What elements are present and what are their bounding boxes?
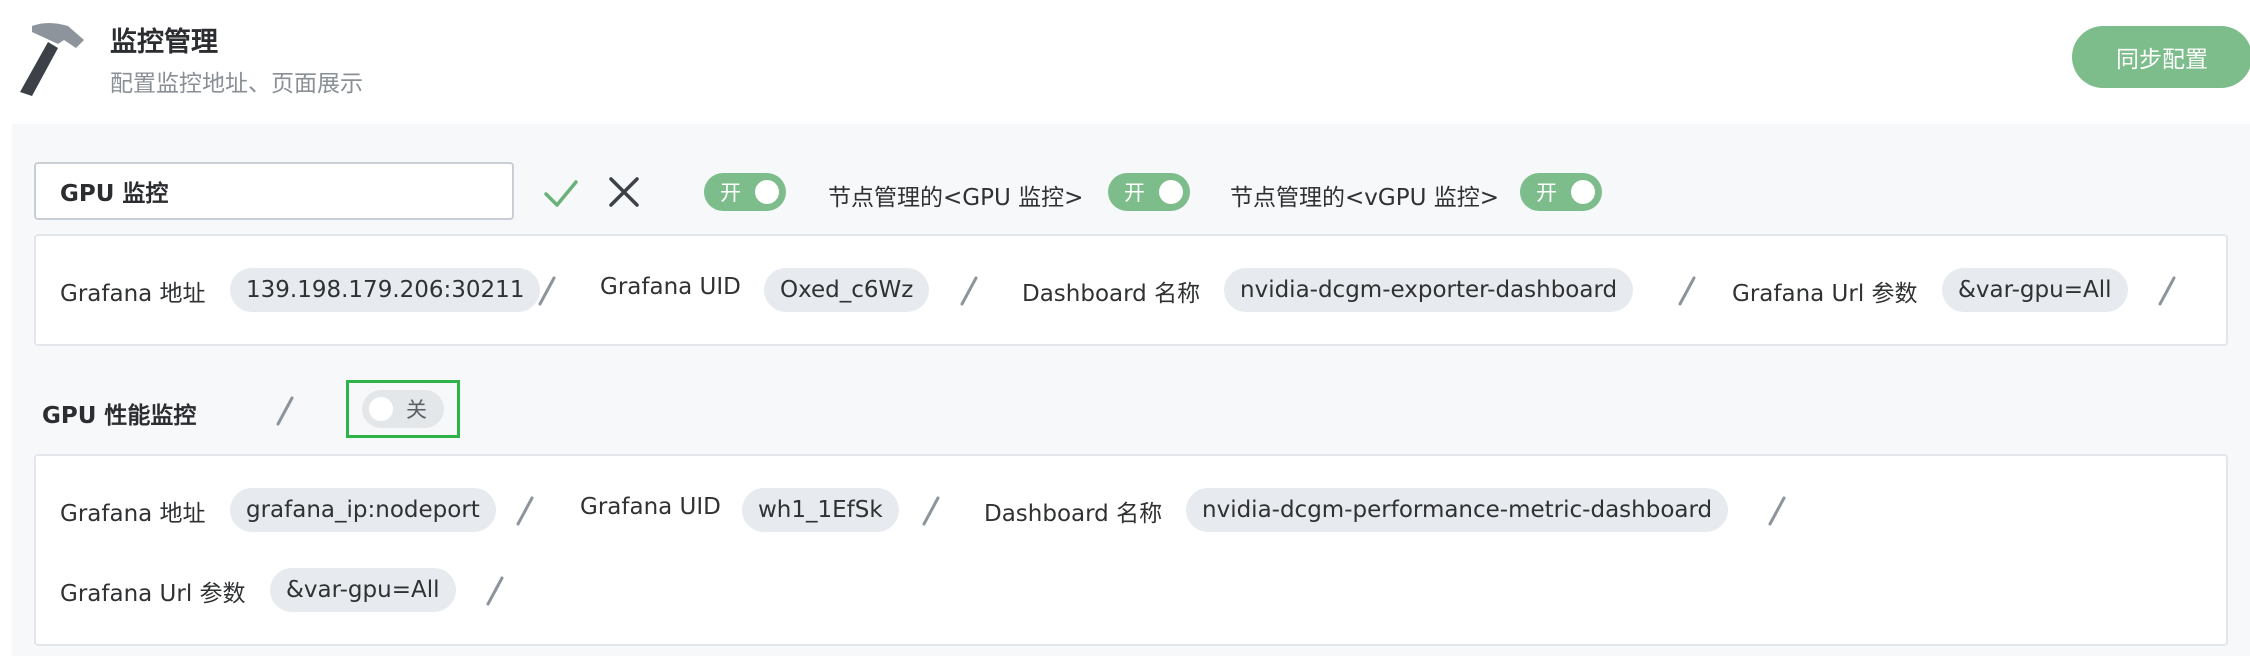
- highlight-box: [346, 380, 460, 438]
- switch-knob: [369, 397, 393, 421]
- switch-label: 开: [720, 181, 741, 205]
- node-gpu-monitor-switch[interactable]: 开: [1108, 173, 1190, 211]
- dashboard-name-value: nvidia-dcgm-performance-metric-dashboard: [1186, 488, 1729, 532]
- grafana-url-param-value: &var-gpu=All: [1942, 268, 2128, 312]
- dashboard-name-label: Dashboard 名称: [1022, 281, 1201, 307]
- monitor-settings-area: 开 节点管理的<GPU 监控> 开 节点管理的<vGPU 监控> 开 Grafa…: [12, 124, 2250, 656]
- edit-pencil-icon[interactable]: [514, 496, 536, 526]
- check-icon[interactable]: [542, 174, 580, 212]
- node-vgpu-monitor-label: 节点管理的<vGPU 监控>: [1230, 185, 1499, 211]
- grafana-uid-label: Grafana UID: [600, 274, 741, 300]
- gpu-monitor-config-panel: Grafana 地址 139.198.179.206:30211 Grafana…: [34, 234, 2228, 346]
- grafana-uid-label: Grafana UID: [580, 494, 721, 520]
- switch-label: 开: [1536, 181, 1557, 205]
- switch-label: 关: [406, 398, 427, 422]
- hammer-icon: [20, 23, 84, 96]
- page-title: 监控管理: [110, 27, 218, 58]
- sync-config-button[interactable]: 同步配置: [2072, 26, 2250, 88]
- gpu-perf-monitor-switch[interactable]: 关: [362, 390, 444, 428]
- page-header: 监控管理 配置监控地址、页面展示 同步配置: [0, 0, 2250, 124]
- dashboard-name-label: Dashboard 名称: [984, 501, 1163, 527]
- edit-pencil-icon[interactable]: [2156, 276, 2178, 306]
- grafana-uid-value: wh1_1EfSk: [742, 488, 899, 532]
- dashboard-name-value: nvidia-dcgm-exporter-dashboard: [1224, 268, 1634, 312]
- page-subtitle: 配置监控地址、页面展示: [110, 71, 363, 97]
- gpu-perf-config-panel: Grafana 地址 grafana_ip:nodeport Grafana U…: [34, 454, 2228, 646]
- edit-pencil-icon[interactable]: [1676, 276, 1698, 306]
- monitor-name-input[interactable]: [34, 162, 514, 220]
- node-vgpu-monitor-switch[interactable]: 开: [1520, 173, 1602, 211]
- edit-pencil-icon[interactable]: [1766, 496, 1788, 526]
- grafana-addr-label: Grafana 地址: [60, 281, 206, 307]
- edit-pencil-icon[interactable]: [920, 496, 942, 526]
- switch-knob: [1571, 180, 1595, 204]
- close-icon[interactable]: [606, 174, 642, 210]
- grafana-uid-value: Oxed_c6Wz: [764, 268, 930, 312]
- monitor-main-switch[interactable]: 开: [704, 173, 786, 211]
- switch-label: 开: [1124, 181, 1145, 205]
- node-gpu-monitor-label: 节点管理的<GPU 监控>: [828, 185, 1084, 211]
- grafana-addr-value: 139.198.179.206:30211: [230, 268, 541, 312]
- grafana-addr-value: grafana_ip:nodeport: [230, 488, 496, 532]
- grafana-url-param-value: &var-gpu=All: [270, 568, 456, 612]
- edit-pencil-icon[interactable]: [536, 276, 558, 306]
- grafana-url-param-label: Grafana Url 参数: [1732, 281, 1918, 307]
- grafana-url-param-label: Grafana Url 参数: [60, 581, 246, 607]
- switch-knob: [1159, 180, 1183, 204]
- gpu-perf-monitor-title: GPU 性能监控: [42, 403, 197, 429]
- edit-pencil-icon[interactable]: [484, 576, 506, 606]
- edit-pencil-icon[interactable]: [274, 396, 296, 426]
- edit-pencil-icon[interactable]: [958, 276, 980, 306]
- switch-knob: [755, 180, 779, 204]
- grafana-addr-label: Grafana 地址: [60, 501, 206, 527]
